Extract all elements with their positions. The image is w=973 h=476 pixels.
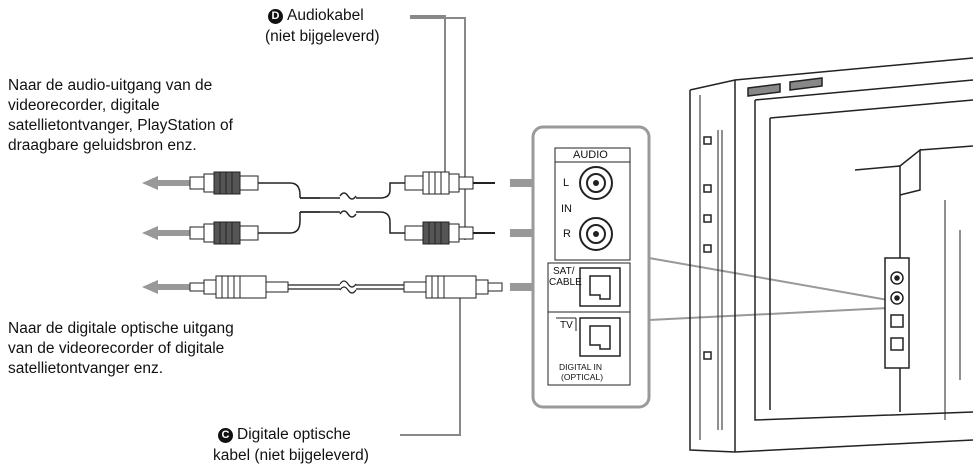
panel-digital-label-2: (OPTICAL): [561, 372, 604, 382]
audio-source-note-3: satellietontvanger, PlayStation of: [8, 117, 233, 134]
optical-cable-leader: [400, 290, 461, 436]
badge-d: D: [268, 9, 283, 24]
input-panel: [531, 125, 651, 409]
audio-source-note-2: videorecorder, digitale: [8, 97, 160, 114]
optical-source-note-2: van de videorecorder of digitale: [8, 340, 225, 357]
audio-cable-note: (niet bijgeleverd): [265, 28, 380, 45]
optical-cable-label: Digitale optische: [237, 426, 351, 443]
audio-source-note-4: draagbare geluidsbron enz.: [8, 137, 197, 154]
panel-audio-header: AUDIO: [573, 149, 608, 161]
arrow-left-icon: [142, 226, 190, 240]
audio-cable-leader: [410, 15, 466, 240]
audio-source-note-1: Naar de audio-uitgang van de: [8, 77, 213, 94]
panel-sat-label-2: CABLE: [549, 277, 582, 288]
audio-cable-label: Audiokabel: [287, 7, 364, 24]
audio-cable-top: [142, 171, 320, 199]
optical-source-note-3: satellietontvanger enz.: [8, 360, 164, 377]
optical-cable-callout: C Digitale optische: [218, 425, 351, 444]
panel-right-label: R: [563, 228, 571, 240]
audio-cable-callout: D Audiokabel: [268, 6, 364, 25]
panel-left-label: L: [563, 177, 570, 189]
arrow-left-icon: [142, 176, 190, 190]
panel-digital-label-1: DIGITAL IN: [559, 362, 602, 372]
arrow-left-icon: [142, 280, 190, 294]
badge-c: C: [218, 428, 233, 443]
optical-cable: [142, 275, 555, 299]
device-rear: [689, 57, 973, 453]
optical-source-note-1: Naar de digitale optische uitgang: [8, 320, 234, 337]
optical-cable-note: kabel (niet bijgeleverd): [213, 447, 369, 464]
panel-in-label: IN: [561, 203, 572, 215]
panel-sat-label-1: SAT/: [553, 266, 575, 277]
panel-tv-label: TV: [560, 320, 573, 331]
audio-cable-bottom: [142, 211, 320, 245]
audio-cable-joined: [300, 182, 405, 234]
zoom-lines: [648, 257, 889, 321]
